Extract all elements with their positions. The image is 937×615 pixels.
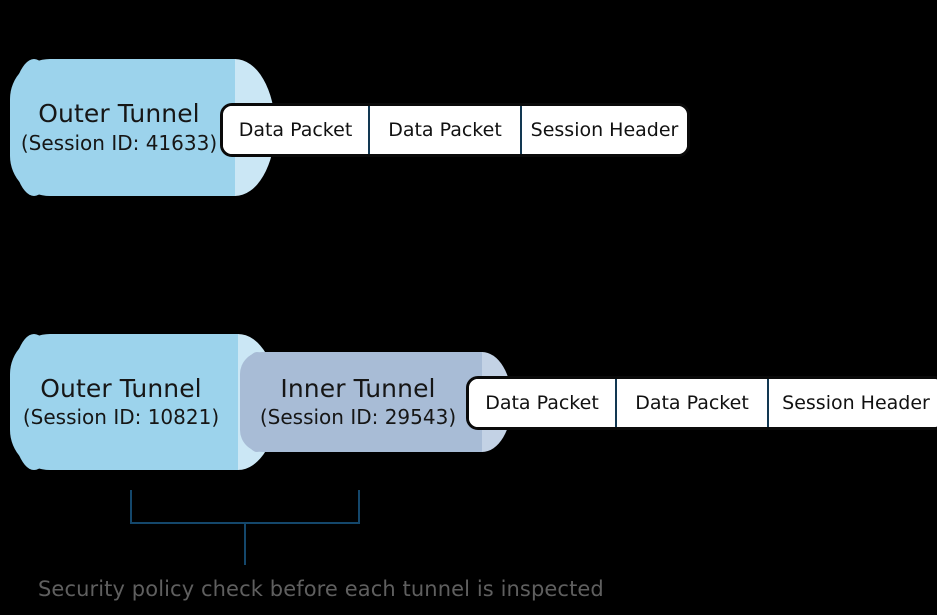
packet-cell-data-1: Data Packet (223, 106, 368, 154)
cylinder-body (240, 352, 482, 452)
cylinder-left-cap (240, 352, 274, 452)
packet-cell-session-header: Session Header (767, 379, 937, 427)
packet-strip-bottom: Data Packet Data Packet Session Header (466, 376, 937, 430)
security-policy-caption: Security policy check before each tunnel… (38, 577, 604, 601)
cylinder-left-cap (10, 334, 58, 470)
packet-cell-data-2: Data Packet (615, 379, 767, 427)
packet-cell-label: Data Packet (238, 119, 353, 141)
packet-cell-label: Data Packet (388, 119, 502, 141)
security-policy-bracket-stem (244, 523, 246, 565)
packet-cell-session-header: Session Header (520, 106, 687, 154)
outer-tunnel-cylinder-bottom: Outer Tunnel (Session ID: 10821) (10, 334, 278, 470)
packet-cell-data-1: Data Packet (469, 379, 615, 427)
packet-cell-label: Data Packet (485, 392, 599, 414)
packet-strip-top: Data Packet Data Packet Session Header (220, 103, 690, 157)
packet-cell-label: Data Packet (635, 392, 749, 414)
packet-cell-label: Session Header (530, 119, 679, 141)
security-policy-bracket (130, 490, 360, 524)
cylinder-left-cap (10, 59, 58, 196)
packet-cell-label: Session Header (782, 392, 930, 414)
packet-cell-data-2: Data Packet (368, 106, 520, 154)
